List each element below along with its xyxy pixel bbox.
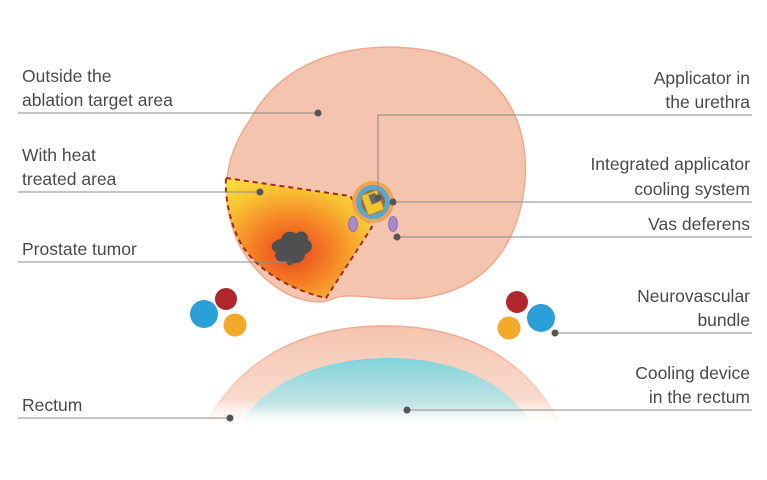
label-heat-line1: With heat <box>22 145 96 165</box>
rectum <box>203 325 562 426</box>
label-heat-line2: treated area <box>22 169 117 189</box>
label-vas-deferens: Vas deferens <box>648 214 750 234</box>
label-neurovascular-line1: Neurovascular <box>637 286 750 306</box>
label-neurovascular-line2: bundle <box>697 310 750 330</box>
neurovascular-bundle-left <box>190 288 247 337</box>
label-outside-line2: ablation target area <box>22 90 173 110</box>
neurovascular-bundle-right <box>497 291 555 340</box>
label-outside-line1: Outside the <box>22 66 112 86</box>
urethral-applicator <box>352 181 394 223</box>
leader-lines <box>18 109 752 422</box>
rectal-cooling-device <box>240 358 532 425</box>
label-applicator-line1: Applicator in <box>654 68 750 88</box>
label-cooling-system-line1: Integrated applicator <box>590 154 750 174</box>
label-rectum: Rectum <box>22 395 82 415</box>
label-cooling-system-line2: cooling system <box>634 179 750 199</box>
prostate-tumor <box>271 231 312 264</box>
vas-deferens-right <box>388 216 398 232</box>
label-applicator-line2: the urethra <box>665 92 750 112</box>
label-cooling-device-line2: in the rectum <box>649 387 750 407</box>
vas-deferens-left <box>348 216 358 232</box>
label-tumor: Prostate tumor <box>22 239 137 259</box>
label-cooling-device-line1: Cooling device <box>635 363 750 383</box>
